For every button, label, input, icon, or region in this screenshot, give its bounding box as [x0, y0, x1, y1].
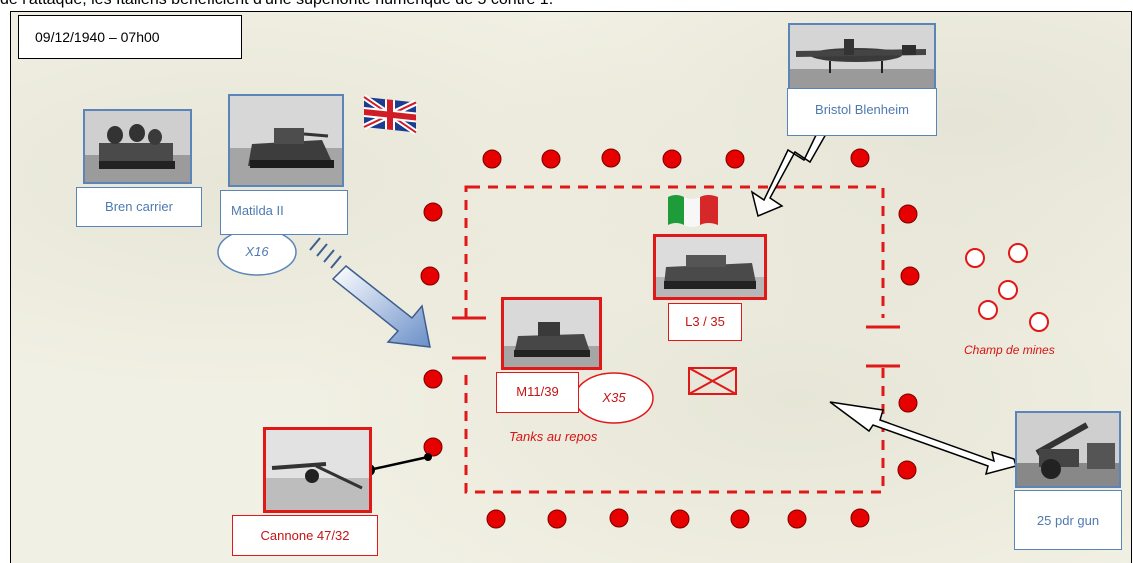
blenheim-photo — [788, 23, 936, 91]
l3-label: L3 / 35 — [668, 303, 742, 341]
air-strike-arrow-icon — [750, 130, 828, 218]
minefield-caption: Champ de mines — [964, 343, 1055, 357]
matilda-count: X16 — [245, 244, 269, 259]
defense-dot — [423, 437, 443, 457]
defense-dot — [486, 509, 506, 529]
matilda-label: Matilda II — [220, 190, 348, 235]
blenheim-image — [790, 25, 934, 89]
defense-dot — [423, 369, 443, 389]
camp-gates — [452, 316, 900, 368]
matilda-photo — [228, 94, 344, 187]
defense-dot — [787, 509, 807, 529]
defense-dot — [662, 149, 682, 169]
cannone-connector — [363, 453, 432, 476]
mine — [1008, 243, 1028, 263]
battle-map — [10, 11, 1132, 563]
gun-image — [1017, 413, 1119, 486]
bren-carrier-photo — [83, 109, 192, 184]
blenheim-label: Bristol Blenheim — [787, 88, 937, 136]
defense-dot — [423, 202, 443, 222]
defense-dot — [850, 148, 870, 168]
defense-dots — [420, 148, 920, 529]
artillery-arrow-icon — [829, 401, 1017, 476]
cannone-photo — [263, 427, 372, 513]
defense-dot — [730, 509, 750, 529]
defense-dot — [897, 460, 917, 480]
gun-label: 25 pdr gun — [1014, 490, 1122, 550]
bren-carrier-image — [85, 111, 190, 182]
cannone-label: Cannone 47/32 — [232, 515, 378, 556]
gun-photo — [1015, 411, 1121, 488]
defense-dot — [601, 148, 621, 168]
m11-count: X35 — [602, 390, 626, 405]
defense-dot — [850, 508, 870, 528]
mine — [998, 280, 1018, 300]
defense-dot — [725, 149, 745, 169]
m11-photo — [501, 297, 602, 370]
hq-box-icon — [688, 367, 737, 395]
defense-dot — [420, 266, 440, 286]
mine — [965, 248, 985, 268]
minefield-mines — [965, 243, 1049, 332]
camp-perimeter — [464, 185, 885, 494]
defense-dot — [482, 149, 502, 169]
mine — [1029, 312, 1049, 332]
datetime-box: 09/12/1940 – 07h00 — [18, 15, 242, 59]
defense-dot — [900, 266, 920, 286]
top-caption: de l'attaque, les Italiens bénéficient d… — [0, 0, 553, 9]
defense-dot — [547, 509, 567, 529]
m11-label: M11/39 — [496, 372, 579, 413]
defense-dot — [541, 149, 561, 169]
tanks-rest-caption: Tanks au repos — [509, 429, 598, 444]
matilda-image — [230, 96, 342, 185]
italy-flag-icon — [668, 195, 718, 227]
attack-arrow-icon — [309, 237, 431, 348]
defense-dot — [898, 393, 918, 413]
l3-image — [656, 237, 764, 297]
bren-carrier-label: Bren carrier — [76, 187, 202, 227]
cannone-image — [266, 430, 369, 510]
mine — [978, 300, 998, 320]
m11-image — [504, 300, 599, 367]
defense-dot — [670, 509, 690, 529]
defense-dot — [898, 204, 918, 224]
uk-flag-icon — [362, 94, 418, 135]
defense-dot — [609, 508, 629, 528]
l3-photo — [653, 234, 767, 300]
